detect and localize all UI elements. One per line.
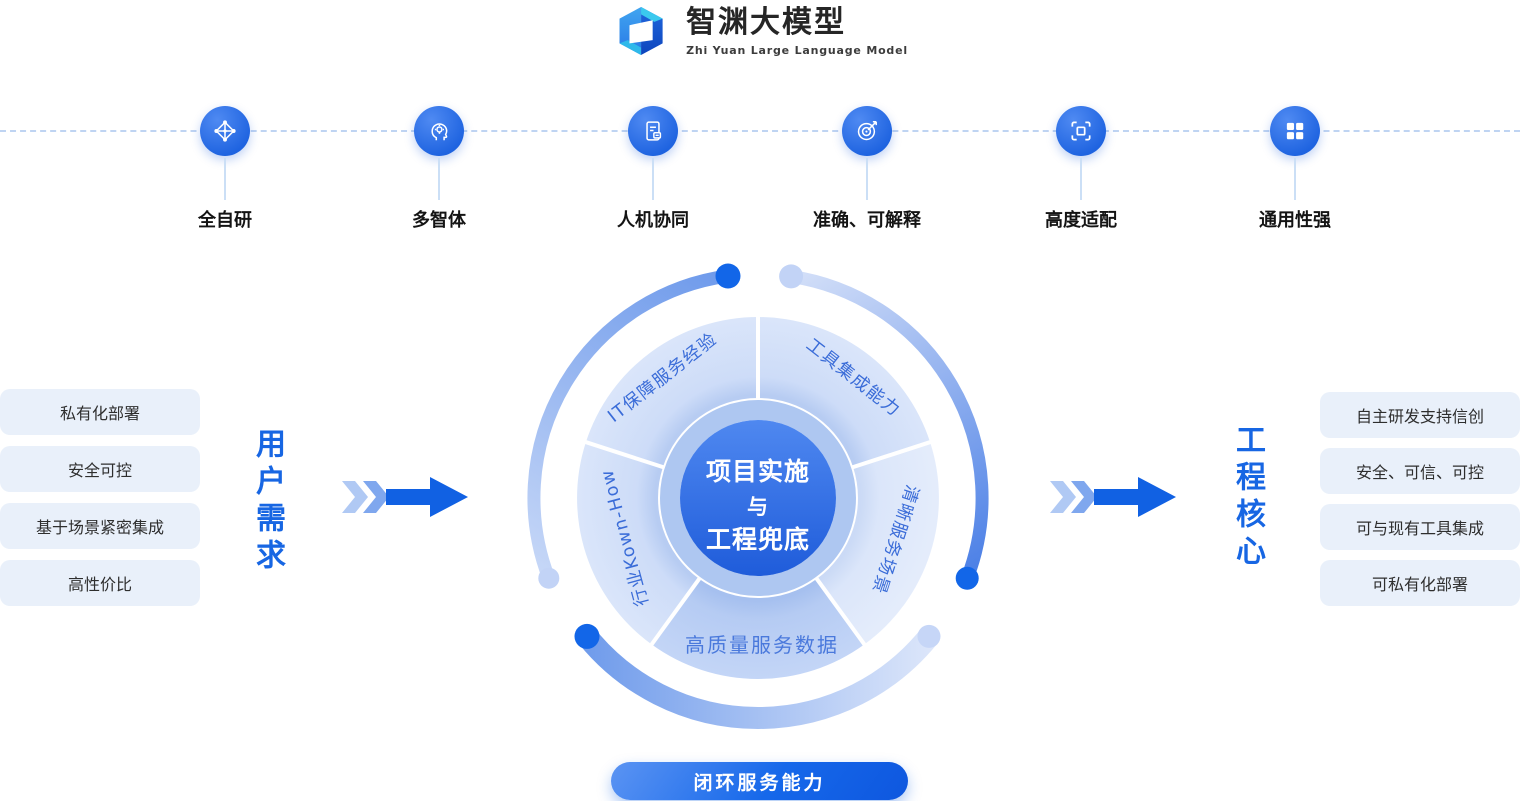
capability-wheel: IT保障服务经验 工具集成能力 清晰服务场景 行业Kown-How 高质量服务数… (527, 263, 989, 729)
feature-connector (1080, 158, 1082, 200)
list-item: 基于场景紧密集成 (0, 503, 200, 549)
brand-title: 智渊大模型 (686, 4, 847, 40)
left-heading: 用户需求 (250, 428, 285, 576)
agent-head-icon (414, 106, 464, 156)
center-title-line1: 项目实施 (706, 457, 810, 486)
feature-label: 准确、可解释 (813, 210, 921, 231)
list-item: 私有化部署 (0, 389, 200, 435)
feature-item-self-developed: 全自研 (115, 106, 335, 232)
feature-connector (652, 158, 654, 200)
list-item: 安全、可信、可控 (1320, 448, 1520, 494)
feature-item-multi-agent: 多智体 (329, 106, 549, 232)
arc-dot-light (538, 567, 560, 589)
outer-arc-bottom (578, 629, 938, 729)
list-item: 可与现有工具集成 (1320, 504, 1520, 550)
grid-icon (1270, 106, 1320, 156)
feature-dashed-line (0, 130, 1520, 132)
segment-clear-scenarios (816, 442, 939, 645)
segment-quality-data (651, 578, 865, 679)
arc-dot-dark (574, 623, 600, 649)
center-circle (680, 420, 836, 576)
feature-label: 多智体 (412, 210, 466, 231)
feature-connector (438, 158, 440, 200)
feature-connector (224, 158, 226, 200)
right-heading: 工程核心 (1230, 424, 1265, 572)
feature-connector (1294, 158, 1296, 200)
arc-dot-dark (955, 566, 979, 590)
list-item: 高性价比 (0, 560, 200, 606)
brand: 智渊大模型 Zhi Yuan Large Language Model (612, 5, 908, 57)
brand-subtitle: Zhi Yuan Large Language Model (686, 43, 908, 57)
segment-industry-knowhow (577, 442, 700, 645)
segment-separators (582, 314, 934, 649)
left-flow-arrow (342, 477, 468, 517)
outer-arc-right (790, 269, 989, 581)
target-icon (842, 106, 892, 156)
feature-item-adaptable: 高度适配 (971, 106, 1191, 232)
hex-cube-logo-icon (619, 6, 663, 56)
list-item: 自主研发支持信创 (1320, 392, 1520, 438)
feature-label: 通用性强 (1259, 210, 1331, 231)
segment-label: 高质量服务数据 (685, 633, 839, 657)
feature-item-accurate: 准确、可解释 (757, 106, 977, 232)
closed-loop-service-button[interactable]: 闭环服务能力 (611, 762, 908, 800)
arc-dot-light (917, 624, 941, 648)
document-icon (628, 106, 678, 156)
list-item: 可私有化部署 (1320, 560, 1520, 606)
network-icon (200, 106, 250, 156)
center-title-line2: 与 (747, 495, 769, 519)
feature-label: 人机协同 (617, 210, 689, 231)
feature-connector (866, 158, 868, 200)
feature-item-human-machine: 人机协同 (543, 106, 763, 232)
arc-dot-dark (715, 263, 741, 289)
feature-label: 全自研 (198, 210, 252, 231)
segment-it-service-experience (585, 317, 758, 468)
feature-item-general: 通用性强 (1185, 106, 1405, 232)
right-flow-arrow (1050, 477, 1176, 517)
center-halo-ring (660, 400, 856, 596)
list-item: 安全可控 (0, 446, 200, 492)
center-title-line3: 工程兜底 (706, 525, 810, 554)
segment-tool-integration (758, 317, 931, 468)
arc-dot-light (779, 264, 804, 289)
feature-label: 高度适配 (1045, 210, 1117, 231)
scan-frame-icon (1056, 106, 1106, 156)
outer-arc-left (527, 269, 729, 581)
